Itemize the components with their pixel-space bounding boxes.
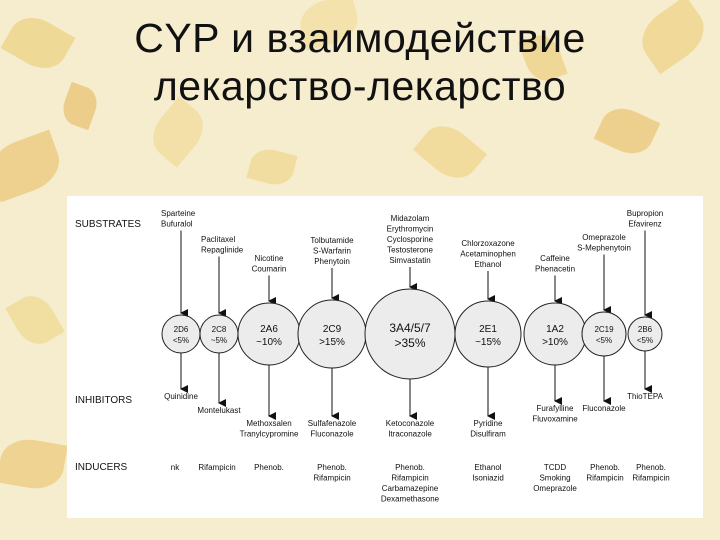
title-line-2: лекарство-лекарство: [153, 63, 567, 109]
substrate-label: Efavirenz: [628, 220, 661, 229]
enzyme-percentage: >15%: [319, 337, 345, 348]
leaf-decoration: [0, 129, 67, 203]
inducer-label: Rifampicin: [198, 463, 235, 472]
row-label-inhibitors: INHIBITORS: [75, 395, 132, 406]
substrate-label: Acetaminophen: [460, 250, 516, 259]
enzyme-percentage: <5%: [637, 336, 653, 345]
title-line-1: CYP и взаимодействие: [134, 15, 586, 61]
substrate-label: Repaglinide: [201, 246, 244, 255]
substrate-label: S-Mephenytoin: [577, 244, 631, 253]
inducer-label: Rifampicin: [391, 474, 428, 483]
substrate-label: S-Warfarin: [313, 247, 351, 256]
slide-title: CYP и взаимодействие лекарство-лекарство: [0, 14, 720, 110]
inducer-label: Rifampicin: [632, 474, 669, 483]
row-label-inducers: INDUCERS: [75, 462, 128, 473]
substrate-label: Testosterone: [387, 246, 433, 255]
substrate-label: Caffeine: [540, 254, 570, 263]
inhibitor-label: Fluconazole: [310, 430, 354, 439]
inhibitor-label: Itraconazole: [388, 430, 432, 439]
enzyme-percentage: ~10%: [256, 337, 282, 348]
inducer-label: Phenob.: [395, 463, 425, 472]
enzyme-name: 2D6: [174, 325, 189, 334]
inhibitor-label: Disulfiram: [470, 430, 506, 439]
inducer-label: Omeprazole: [533, 484, 577, 493]
inducer-label: Dexamethasone: [381, 495, 440, 504]
inhibitor-label: Ketoconazole: [386, 419, 435, 428]
enzyme-name: 2E1: [479, 324, 497, 335]
substrate-label: Nicotine: [255, 254, 284, 263]
inhibitor-label: Fluvoxamine: [532, 415, 578, 424]
inhibitor-label: Montelukast: [197, 406, 241, 415]
inducer-label: Ethanol: [474, 463, 501, 472]
enzyme-percentage: ~5%: [211, 336, 227, 345]
substrate-label: Midazolam: [391, 214, 430, 223]
leaf-decoration: [246, 144, 298, 190]
substrate-label: Coumarin: [252, 265, 287, 274]
enzyme-percentage: ~15%: [475, 337, 501, 348]
inducer-label: Carbamazepine: [382, 484, 439, 493]
substrate-label: Sparteine: [161, 209, 196, 218]
inducer-label: Rifampicin: [586, 474, 623, 483]
enzyme-name: 1A2: [546, 324, 564, 335]
inhibitor-label: Sulfafenazole: [308, 419, 357, 428]
cyp-diagram: SUBSTRATES INHIBITORS INDUCERS Sparteine…: [67, 196, 703, 518]
inhibitor-label: Fluconazole: [582, 404, 626, 413]
inducer-label: Phenob.: [590, 463, 620, 472]
enzyme-percentage: <5%: [596, 336, 612, 345]
inducer-label: nk: [171, 463, 180, 472]
substrate-label: Erythromycin: [387, 225, 434, 234]
substrate-label: Cyclosporine: [387, 235, 434, 244]
substrate-label: Phenytoin: [314, 257, 350, 266]
enzyme-name: 2A6: [260, 324, 278, 335]
inhibitor-label: Pyridine: [474, 419, 503, 428]
inducer-label: Smoking: [539, 474, 570, 483]
substrate-label: Omeprazole: [582, 233, 626, 242]
inhibitor-label: Methoxsalen: [246, 419, 291, 428]
inducer-label: TCDD: [544, 463, 566, 472]
substrate-label: Paclitaxel: [201, 235, 235, 244]
substrate-label: Phenacetin: [535, 265, 575, 274]
substrate-label: Tolbutamide: [310, 236, 354, 245]
inhibitor-label: Quinidine: [164, 392, 198, 401]
inducer-label: Isoniazid: [472, 474, 504, 483]
cyp-diagram-svg: SUBSTRATES INHIBITORS INDUCERS Sparteine…: [75, 209, 670, 504]
inducer-label: Phenob.: [254, 463, 284, 472]
leaf-decoration: [0, 434, 68, 494]
substrate-label: Bufuralol: [161, 220, 193, 229]
enzyme-percentage: <5%: [173, 336, 189, 345]
enzyme-name: 2B6: [638, 325, 653, 334]
substrate-label: Chlorzoxazone: [461, 239, 515, 248]
enzyme-circle: [161, 314, 201, 354]
enzyme-circle: [199, 314, 239, 354]
inducer-label: Rifampicin: [313, 474, 350, 483]
enzyme-circle: [627, 316, 663, 352]
inducer-label: Phenob.: [317, 463, 347, 472]
inhibitor-label: Tranylcypromine: [240, 430, 299, 439]
inhibitor-label: ThioTEPA: [627, 392, 664, 401]
enzyme-percentage: >35%: [394, 336, 425, 350]
inducer-label: Phenob.: [636, 463, 666, 472]
enzyme-circle: [581, 311, 627, 357]
leaf-decoration: [5, 288, 65, 352]
inhibitor-label: Furafylline: [537, 404, 574, 413]
enzyme-percentage: >10%: [542, 337, 568, 348]
row-label-substrates: SUBSTRATES: [75, 219, 141, 230]
substrate-label: Ethanol: [474, 260, 501, 269]
leaf-decoration: [412, 115, 488, 189]
enzyme-name: 3A4/5/7: [389, 321, 431, 335]
substrate-label: Bupropion: [627, 209, 663, 218]
enzyme-name: 2C9: [323, 324, 342, 335]
enzyme-name: 2C19: [594, 325, 614, 334]
enzyme-name: 2C8: [212, 325, 227, 334]
substrate-label: Simvastatin: [389, 256, 430, 265]
